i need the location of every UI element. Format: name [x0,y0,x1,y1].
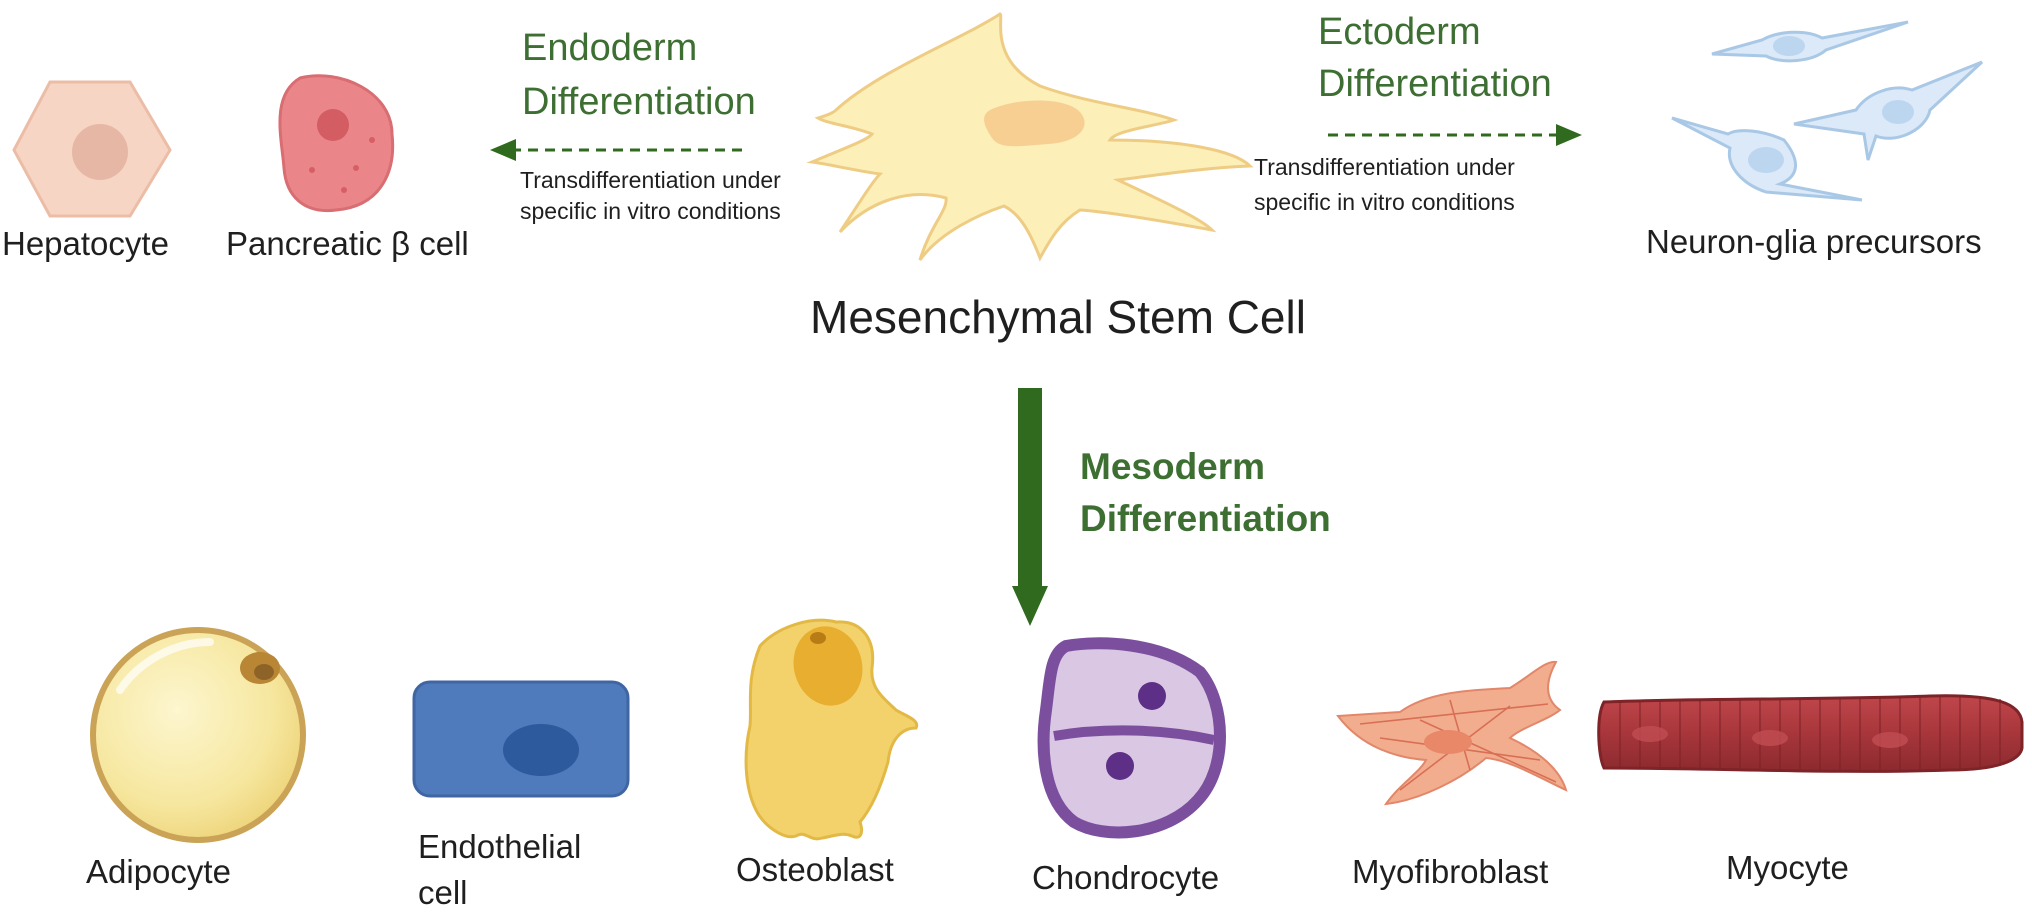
endothelial-cell [412,680,630,798]
ectoderm-title-line2: Differentiation [1318,63,1552,105]
neuron-glia-precursors-label: Neuron-glia precursors [1646,223,1982,260]
endoderm-note-line1: Transdifferentiation under [520,167,781,193]
mesoderm-title-line1: Mesoderm [1080,446,1266,487]
ectoderm-title-line1: Ectoderm [1318,11,1481,53]
mesenchymal-stem-cell [806,12,1254,262]
adipocyte-label: Adipocyte [86,853,231,890]
osteoblast-label: Osteoblast [736,851,894,888]
myofibroblast-label: Myofibroblast [1352,853,1549,890]
endothelial-cell-label-line2: cell [418,874,468,911]
hepatocyte-cell [12,80,172,218]
endoderm-title-line2: Differentiation [522,81,756,123]
mesoderm-title-line2: Differentiation [1080,498,1331,539]
chondrocyte-label: Chondrocyte [1032,859,1220,896]
ectoderm-arrow [1328,124,1582,146]
hepatocyte-label: Hepatocyte [2,225,169,262]
osteoblast-cell [744,618,919,841]
endoderm-arrow [490,139,742,161]
myofibroblast-cell [1336,660,1568,806]
mesoderm-arrow [1012,388,1048,626]
neuron-glia-precursors [1671,20,1984,202]
endoderm-title-line1: Endoderm [522,27,698,69]
myocyte-cell [1597,694,2024,773]
mesenchymal-stem-cell-label: Mesenchymal Stem Cell [810,291,1306,343]
ectoderm-note-line2: specific in vitro conditions [1254,189,1515,215]
pancreatic-beta-cell-label: Pancreatic β cell [226,225,469,262]
chondrocyte-cell [1037,637,1226,839]
endothelial-cell-label-line1: Endothelial [418,828,582,865]
adipocyte-cell [90,627,306,843]
ectoderm-note-line1: Transdifferentiation under [1254,154,1515,180]
pancreatic-beta-cell [278,74,395,213]
endoderm-note-line2: specific in vitro conditions [520,198,781,224]
myocyte-label: Myocyte [1726,849,1849,886]
